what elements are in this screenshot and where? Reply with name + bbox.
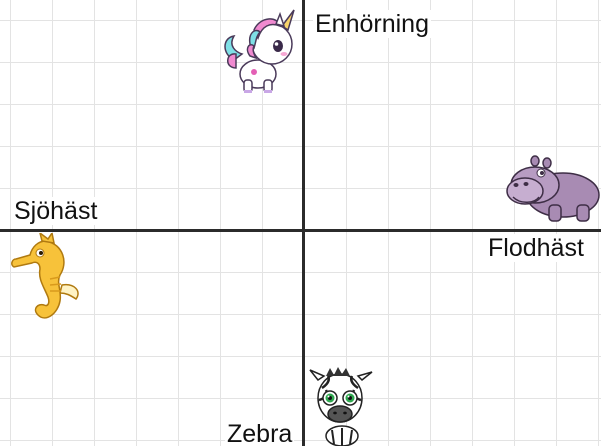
horizontal-axis — [0, 229, 601, 232]
hippo-icon — [505, 153, 601, 225]
label-right: Flodhäst — [486, 234, 586, 262]
label-top: Enhörning — [313, 10, 431, 38]
label-bottom: Zebra — [225, 420, 294, 446]
zebra-icon — [304, 366, 380, 446]
unicorn-icon — [220, 8, 304, 98]
seahorse-icon — [6, 233, 86, 325]
label-left: Sjöhäst — [12, 197, 99, 225]
